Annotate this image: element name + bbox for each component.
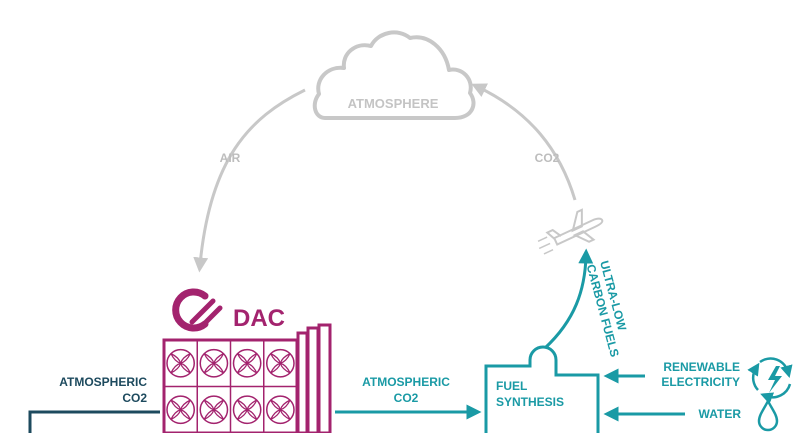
co2-left-label: CO2 bbox=[122, 391, 147, 405]
dac-fan bbox=[199, 348, 229, 378]
co2-mid-label: CO2 bbox=[394, 391, 419, 405]
co2-top-label: CO2 bbox=[535, 151, 560, 165]
dac-fan bbox=[166, 348, 195, 378]
dac-fan bbox=[266, 395, 295, 425]
renewable-label: RENEWABLE bbox=[663, 360, 740, 374]
air-label: AIR bbox=[220, 151, 241, 165]
water-label: WATER bbox=[699, 407, 742, 421]
co2-return-arrow bbox=[471, 83, 577, 201]
dac-unit bbox=[162, 323, 332, 433]
fuels-to-plane-arrow bbox=[543, 248, 594, 350]
atmosphere-label: ATMOSPHERE bbox=[348, 96, 439, 111]
air-arrow bbox=[193, 88, 306, 273]
dac-fan-grid bbox=[164, 340, 297, 433]
atmospheric-left-line bbox=[28, 410, 160, 433]
fuel-synthesis-building bbox=[484, 345, 600, 433]
airplane-icon bbox=[537, 208, 604, 255]
atmospheric-left-label: ATMOSPHERIC bbox=[59, 375, 147, 389]
dac-fan bbox=[232, 395, 262, 425]
fuel-label: FUEL bbox=[496, 379, 527, 393]
water-drop-icon bbox=[757, 398, 779, 432]
electricity-label: ELECTRICITY bbox=[661, 375, 740, 389]
dac-fan bbox=[199, 395, 229, 425]
synthesis-label: SYNTHESIS bbox=[496, 395, 564, 409]
cloud-icon bbox=[312, 30, 476, 120]
dac-fan bbox=[266, 348, 295, 378]
atmospheric-mid-label: ATMOSPHERIC bbox=[362, 375, 450, 389]
dac-fan bbox=[232, 348, 262, 378]
dac-label: DAC bbox=[233, 305, 285, 332]
dac-fan bbox=[166, 395, 195, 425]
dac-logo-icon bbox=[172, 288, 223, 332]
renewable-electricity-icon bbox=[747, 357, 793, 405]
